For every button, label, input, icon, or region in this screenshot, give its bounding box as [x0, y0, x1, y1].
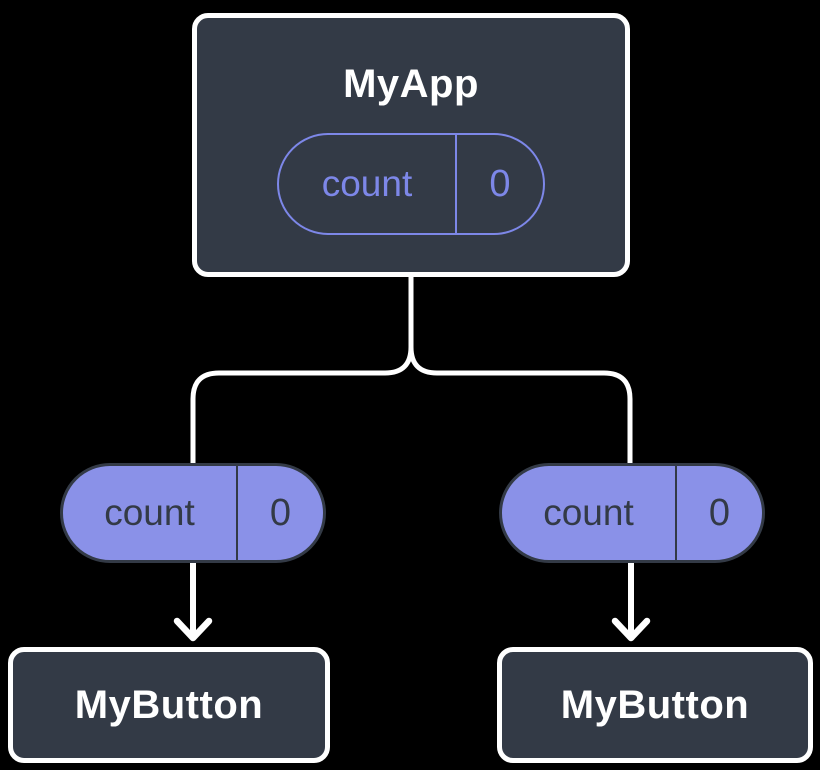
node-myapp-title: MyApp — [343, 62, 479, 106]
state-pill-myapp: count 0 — [277, 133, 545, 235]
prop-pill-right-label: count — [502, 466, 677, 560]
branch-left-line — [190, 274, 414, 466]
node-mybutton-left-title: MyButton — [74, 683, 264, 727]
arrow-down-left-icon — [173, 560, 213, 642]
node-mybutton-right: MyButton — [497, 647, 813, 763]
prop-pill-left: count 0 — [60, 463, 326, 563]
node-mybutton-left: MyButton — [8, 647, 330, 763]
state-pill-label: count — [279, 135, 457, 233]
prop-pill-left-label: count — [63, 466, 238, 560]
prop-pill-left-value: 0 — [269, 491, 292, 534]
arrow-down-right-icon — [611, 560, 651, 642]
state-pill-value: 0 — [489, 162, 511, 205]
node-mybutton-right-title: MyButton — [560, 683, 750, 727]
node-myapp: MyApp count 0 — [192, 13, 630, 277]
prop-pill-right: count 0 — [499, 463, 765, 563]
prop-pill-right-value: 0 — [708, 491, 731, 534]
branch-right-line — [408, 274, 633, 466]
